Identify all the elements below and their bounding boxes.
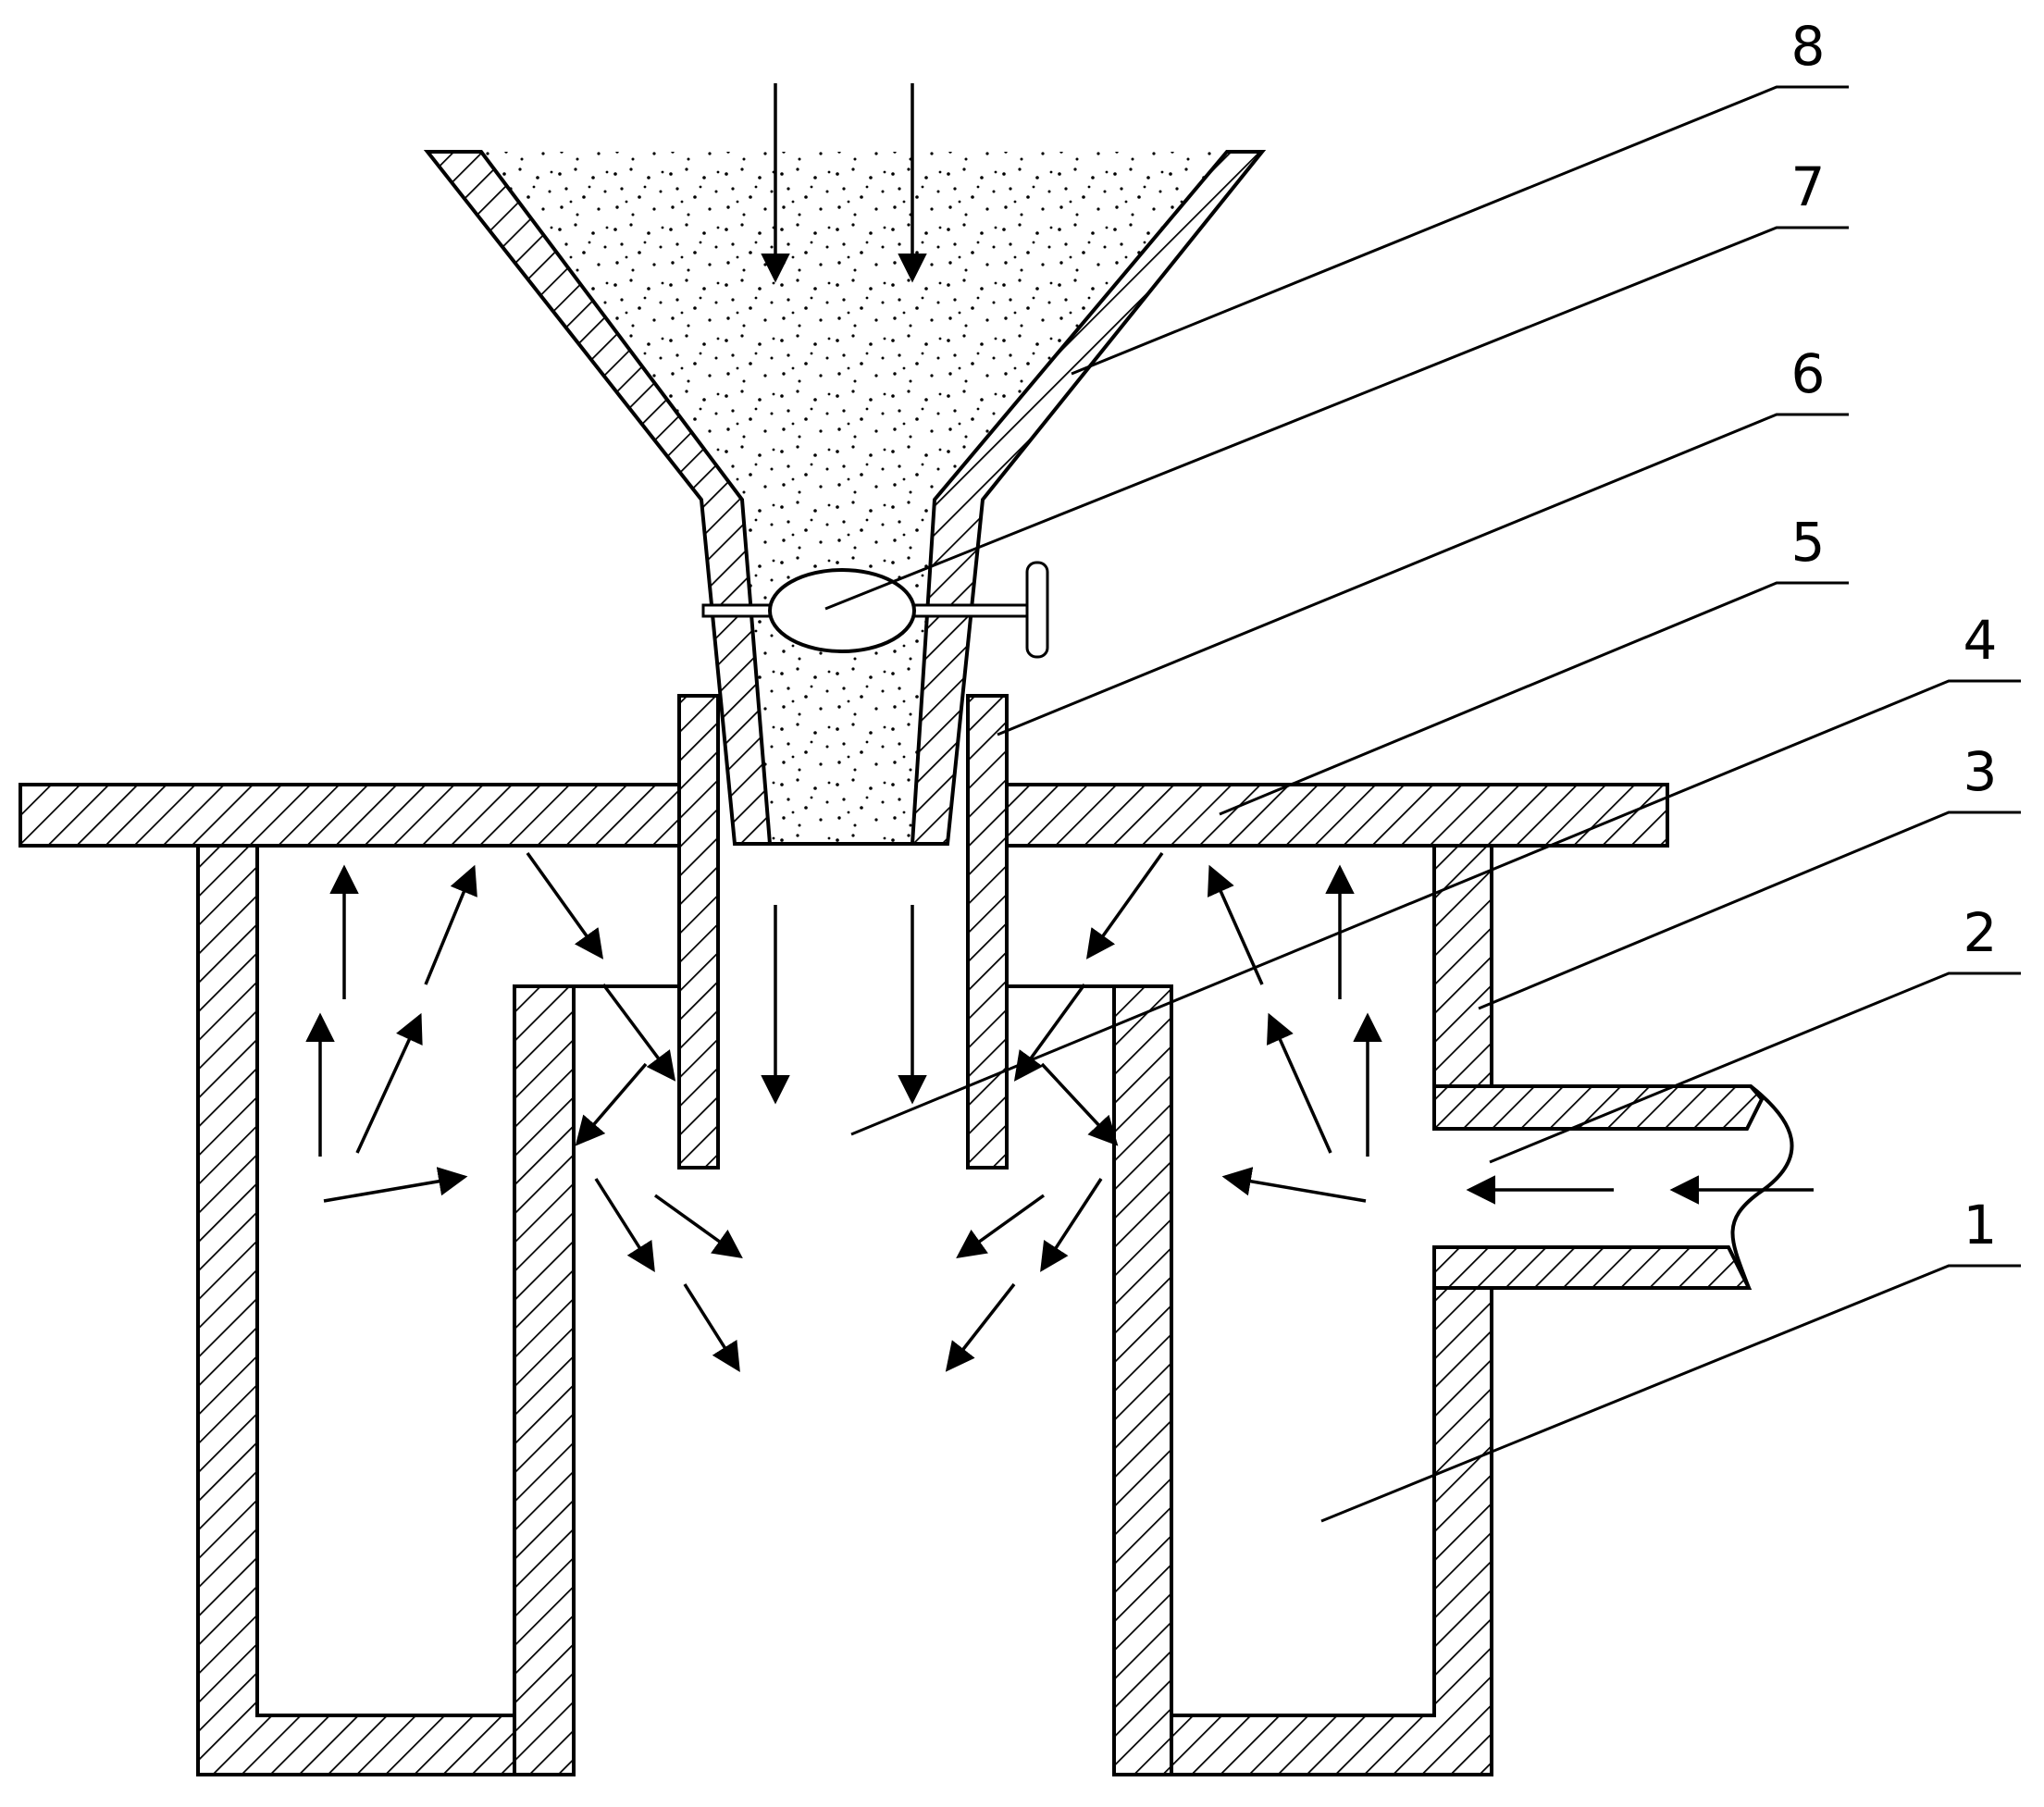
cover-plate bbox=[19, 783, 1669, 848]
flow-arrow bbox=[653, 1194, 743, 1259]
part-label-6: 6 bbox=[1791, 342, 1826, 405]
cover-plate-right bbox=[1005, 783, 1669, 848]
leader-lines bbox=[824, 85, 2021, 1523]
inlet-pipe bbox=[1432, 1084, 1794, 1290]
feed-tube-right-wall bbox=[966, 694, 1009, 1170]
valve-disc bbox=[768, 568, 916, 653]
part-label-1: 1 bbox=[1963, 1194, 1998, 1256]
inlet-pipe-upper-wall bbox=[1432, 1084, 1765, 1131]
feed-tube bbox=[677, 694, 1009, 1170]
inner-cylinder bbox=[513, 984, 1173, 1776]
leader-line-3 bbox=[1478, 811, 2021, 1010]
part-label-2: 2 bbox=[1963, 901, 1998, 964]
leader-line-8 bbox=[1071, 85, 1849, 376]
flow-arrows bbox=[305, 83, 1814, 1372]
inner-cylinder-left-wall bbox=[513, 984, 576, 1776]
flow-arrow bbox=[323, 1167, 468, 1203]
leader-line-4 bbox=[850, 679, 2021, 1136]
flow-arrow bbox=[956, 1194, 1046, 1259]
flow-arrow bbox=[526, 851, 604, 959]
part-label-5: 5 bbox=[1791, 511, 1826, 574]
inlet-pipe-lower-wall bbox=[1432, 1245, 1753, 1290]
part-label-7: 7 bbox=[1791, 155, 1826, 218]
part-label-3: 3 bbox=[1963, 740, 1998, 803]
cover-plate-left bbox=[19, 783, 681, 848]
flow-arrow bbox=[945, 1282, 1016, 1372]
flow-arrow bbox=[1085, 851, 1164, 959]
flow-arrow bbox=[575, 1062, 648, 1146]
flow-arrow bbox=[1221, 1167, 1367, 1203]
flow-arrow bbox=[1267, 1012, 1332, 1154]
inlet-pipe-break-line bbox=[1730, 1084, 1794, 1289]
feed-tube-left-wall bbox=[677, 694, 720, 1170]
flow-arrow bbox=[1207, 864, 1264, 985]
leader-line-2 bbox=[1489, 972, 2021, 1164]
inner-cylinder-right-wall bbox=[1112, 984, 1173, 1776]
hopper bbox=[423, 150, 1267, 846]
part-label-4: 4 bbox=[1963, 609, 1998, 672]
leader-line-6 bbox=[997, 413, 1849, 736]
leader-line-7 bbox=[824, 226, 1849, 611]
outer-shell bbox=[196, 844, 1493, 1776]
flow-arrow bbox=[1040, 1062, 1119, 1146]
outer-shell-left-wall bbox=[196, 844, 516, 1776]
flow-arrow bbox=[424, 864, 477, 985]
flow-arrow bbox=[594, 1178, 655, 1272]
hopper-sand-fill bbox=[481, 152, 1227, 844]
leader-line-5 bbox=[1219, 581, 1849, 816]
valve-handle bbox=[1025, 561, 1049, 659]
flow-arrow bbox=[1040, 1178, 1103, 1272]
flow-arrow bbox=[355, 1012, 423, 1154]
flow-arrow bbox=[601, 983, 676, 1082]
flow-arrow bbox=[1013, 983, 1086, 1082]
flow-arrow bbox=[683, 1283, 740, 1372]
part-labels: 8 7 6 5 4 3 2 1 bbox=[1791, 15, 1998, 1256]
leader-line-1 bbox=[1320, 1264, 2021, 1523]
part-label-8: 8 bbox=[1791, 15, 1826, 78]
valve bbox=[701, 561, 1049, 659]
